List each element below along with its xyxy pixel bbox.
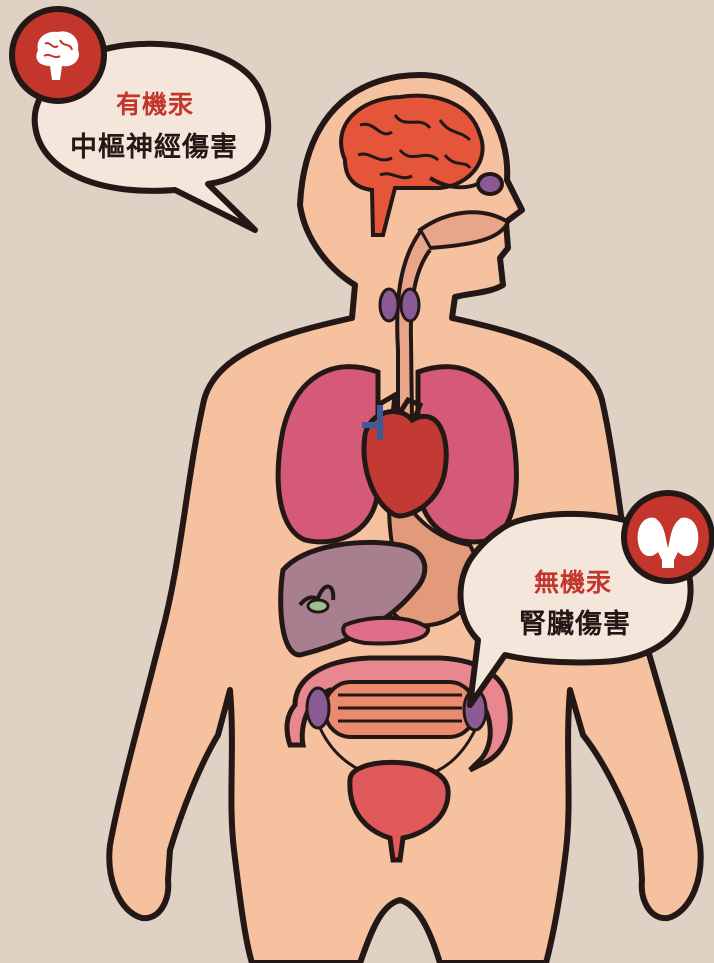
callout-type-label: 無機汞 — [518, 563, 628, 599]
callout-type-label: 有機汞 — [100, 85, 210, 121]
callout-effect-label: 腎臟傷害 — [495, 602, 655, 641]
callout-effect-label: 中樞神經傷害 — [48, 125, 260, 164]
kidneys-icon — [624, 493, 712, 581]
small-intestine — [325, 682, 475, 737]
left-kidney — [307, 688, 329, 728]
pancreas — [343, 618, 428, 644]
brain-icon — [12, 9, 104, 101]
